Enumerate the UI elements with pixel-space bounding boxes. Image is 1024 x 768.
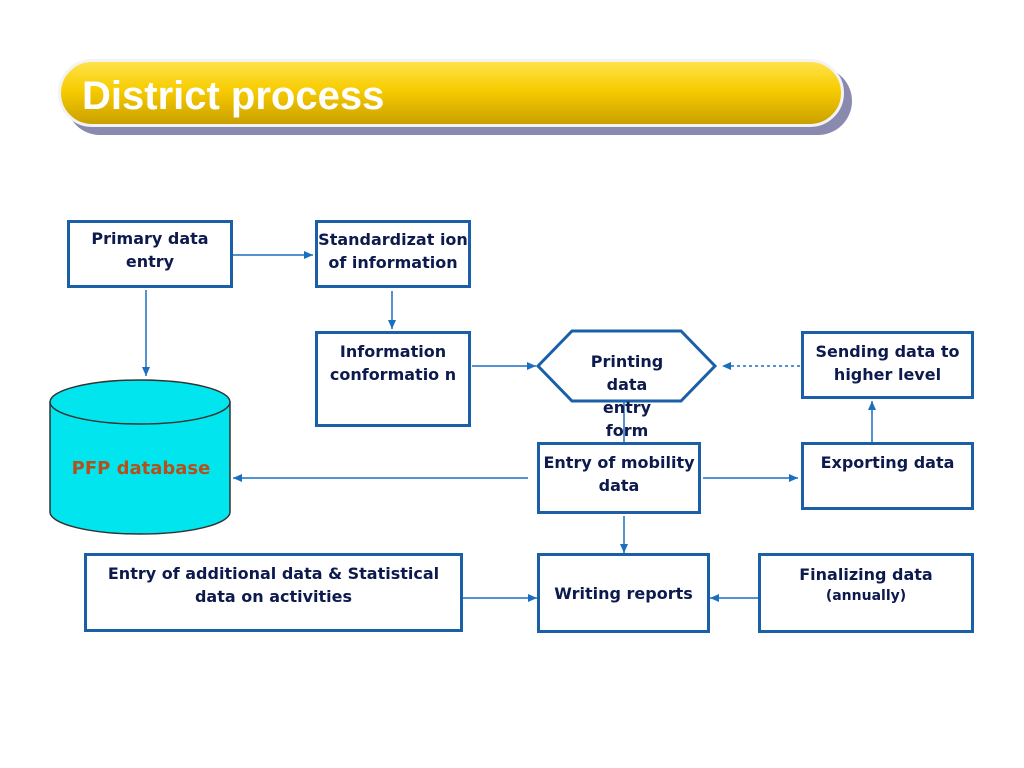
primary-data-entry-label: Primary data entry [91,229,209,271]
primary-data-entry-box: Primary data entry [67,220,233,288]
pfp-database-shape [49,379,231,535]
slide-title: District process [82,74,385,118]
additional-data-entry-label: Entry of additional data & Statistical d… [107,564,440,606]
finalizing-data-label: Finalizing data [799,565,933,584]
exporting-data-label: Exporting data [820,453,955,472]
title-bar [58,59,844,127]
exporting-data-box: Exporting data [801,442,974,510]
entry-mobility-box: Entry of mobility data [537,442,701,514]
standardization-box: Standardizat ion of information [315,220,471,288]
writing-reports-box: Writing reports [537,553,710,633]
writing-reports-label: Writing reports [554,584,693,603]
pfp-database-label: PFP database [71,458,211,479]
printing-form-label: Printing data entry form [590,352,664,440]
finalizing-data-note: (annually) [825,588,907,604]
sending-data-label: Sending data to higher level [815,342,960,384]
sending-data-box: Sending data to higher level [801,331,974,399]
information-conformation-label: Information conformatio n [329,342,457,384]
finalizing-data-box: Finalizing data (annually) [758,553,974,633]
standardization-label: Standardizat ion of information [318,230,468,272]
information-conformation-box: Information conformatio n [315,331,471,427]
additional-data-entry-box: Entry of additional data & Statistical d… [84,553,463,632]
printing-form-hexagon [535,329,718,403]
entry-mobility-label: Entry of mobility data [543,453,695,495]
